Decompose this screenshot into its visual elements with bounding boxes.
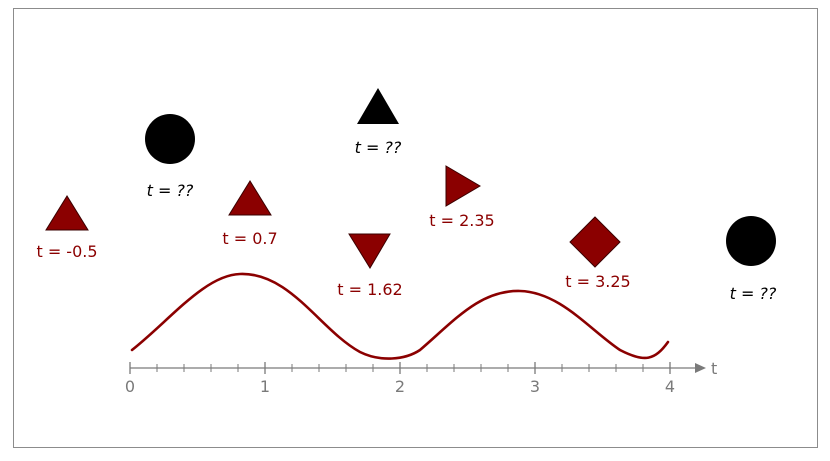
black-triangle-marker: t = ?? xyxy=(355,88,402,157)
black-circle-marker-b: t = ?? xyxy=(726,216,777,303)
tick-label-3: 3 xyxy=(530,377,540,396)
marker-label-h: t = ?? xyxy=(730,284,777,303)
time-axis: t 0 1 2 3 4 xyxy=(125,359,717,396)
red-triangle-marker-b: t = 0.7 xyxy=(222,180,278,248)
red-triangle-down-marker: t = 1.62 xyxy=(337,233,403,299)
marker-label-e: t = 1.62 xyxy=(337,280,402,299)
major-ticks xyxy=(129,362,671,374)
tick-label-0: 0 xyxy=(125,377,135,396)
marker-label-a: t = -0.5 xyxy=(36,242,97,261)
tick-label-2: 2 xyxy=(395,377,405,396)
red-triangle-up-icon xyxy=(228,180,272,216)
red-triangle-marker-a: t = -0.5 xyxy=(36,195,98,261)
red-triangle-right-icon xyxy=(445,165,481,207)
marker-label-f: t = 2.35 xyxy=(429,211,494,230)
red-diamond-icon xyxy=(569,216,621,268)
red-triangle-up-icon xyxy=(45,195,89,231)
axis-arrowhead xyxy=(695,363,706,373)
black-circle-icon xyxy=(145,114,195,164)
tick-label-4: 4 xyxy=(665,377,675,396)
red-triangle-right-marker: t = 2.35 xyxy=(429,165,495,230)
axis-label: t xyxy=(711,359,717,378)
red-triangle-down-icon xyxy=(348,233,391,269)
black-circle-icon xyxy=(726,216,776,266)
tick-label-1: 1 xyxy=(260,377,270,396)
black-triangle-up-icon xyxy=(357,88,399,124)
marker-label-g: t = 3.25 xyxy=(565,272,630,291)
marker-label-c: t = 0.7 xyxy=(222,229,277,248)
marker-label-d: t = ?? xyxy=(355,138,402,157)
black-circle-marker-a: t = ?? xyxy=(145,114,195,200)
minor-ticks xyxy=(156,364,644,372)
figure-frame xyxy=(13,8,818,448)
wave-curve xyxy=(130,272,670,360)
marker-label-b: t = ?? xyxy=(147,181,194,200)
red-diamond-marker: t = 3.25 xyxy=(565,216,631,291)
